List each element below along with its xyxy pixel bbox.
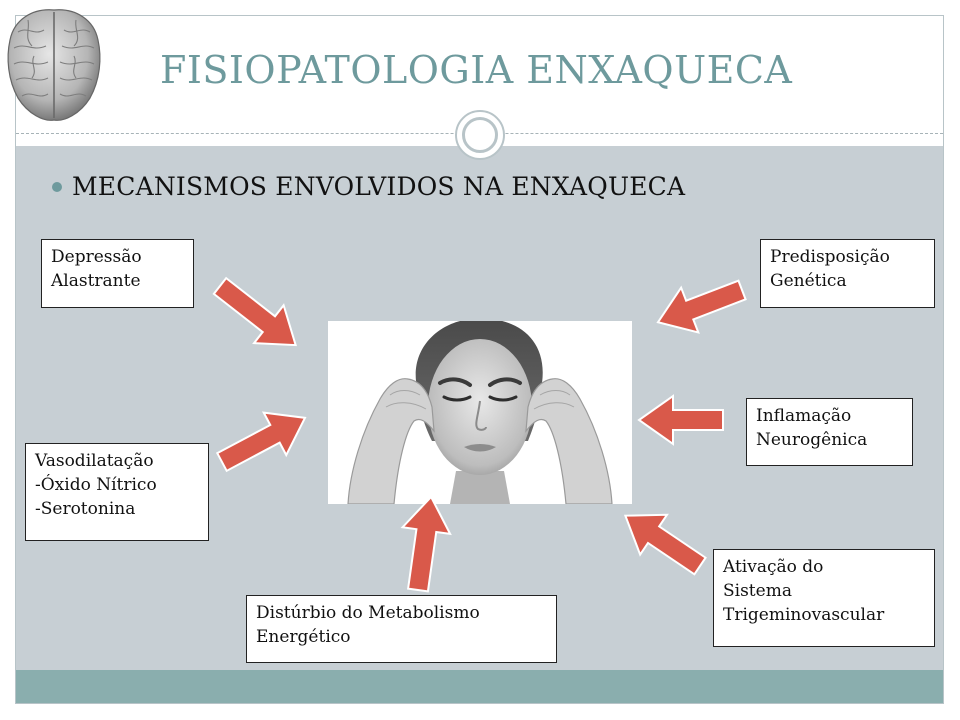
circle-ornament-icon <box>455 110 505 160</box>
slide-frame <box>15 15 944 704</box>
box-line: Ativação do <box>723 557 824 577</box>
bullet-item: MECANISMOS ENVOLVIDOS NA ENXAQUECA <box>52 172 685 201</box>
bullet-dot-icon <box>52 181 62 192</box>
box-ativacao-trigeminovascular: Ativação do Sistema Trigeminovascular <box>713 549 935 647</box>
headache-woman-image <box>328 321 632 504</box>
box-inflamacao-neurogenica: Inflamação Neurogênica <box>746 398 913 466</box>
box-line: Inflamação <box>756 406 852 426</box>
box-line: Neurogênica <box>756 430 868 450</box>
box-line: Alastrante <box>51 271 141 291</box>
box-predisposicao-genetica: Predisposição Genética <box>760 239 935 308</box>
brain-icon <box>7 9 101 121</box>
bullet-text: MECANISMOS ENVOLVIDOS NA ENXAQUECA <box>72 172 686 201</box>
footer-bar <box>16 670 943 703</box>
box-line: Energético <box>256 627 351 647</box>
box-line: Trigeminovascular <box>723 605 885 625</box>
box-line: Predisposição <box>770 247 890 267</box>
box-disturbio-metabolismo: Distúrbio do Metabolismo Energético <box>246 595 557 663</box>
box-depressao-alastrante: Depressão Alastrante <box>41 239 194 308</box>
box-line: Genética <box>770 271 847 291</box>
box-line: Vasodilatação <box>35 451 154 471</box>
slide-title: FISIOPATOLOGIA ENXAQUECA <box>160 48 793 92</box>
box-line: Sistema <box>723 581 792 601</box>
box-line: Depressão <box>51 247 142 267</box>
box-line: -Serotonina <box>35 499 136 519</box>
box-line: Distúrbio do Metabolismo <box>256 603 480 623</box>
box-line: -Óxido Nítrico <box>35 475 157 495</box>
box-vasodilatacao: Vasodilatação -Óxido Nítrico -Serotonina <box>25 443 209 541</box>
